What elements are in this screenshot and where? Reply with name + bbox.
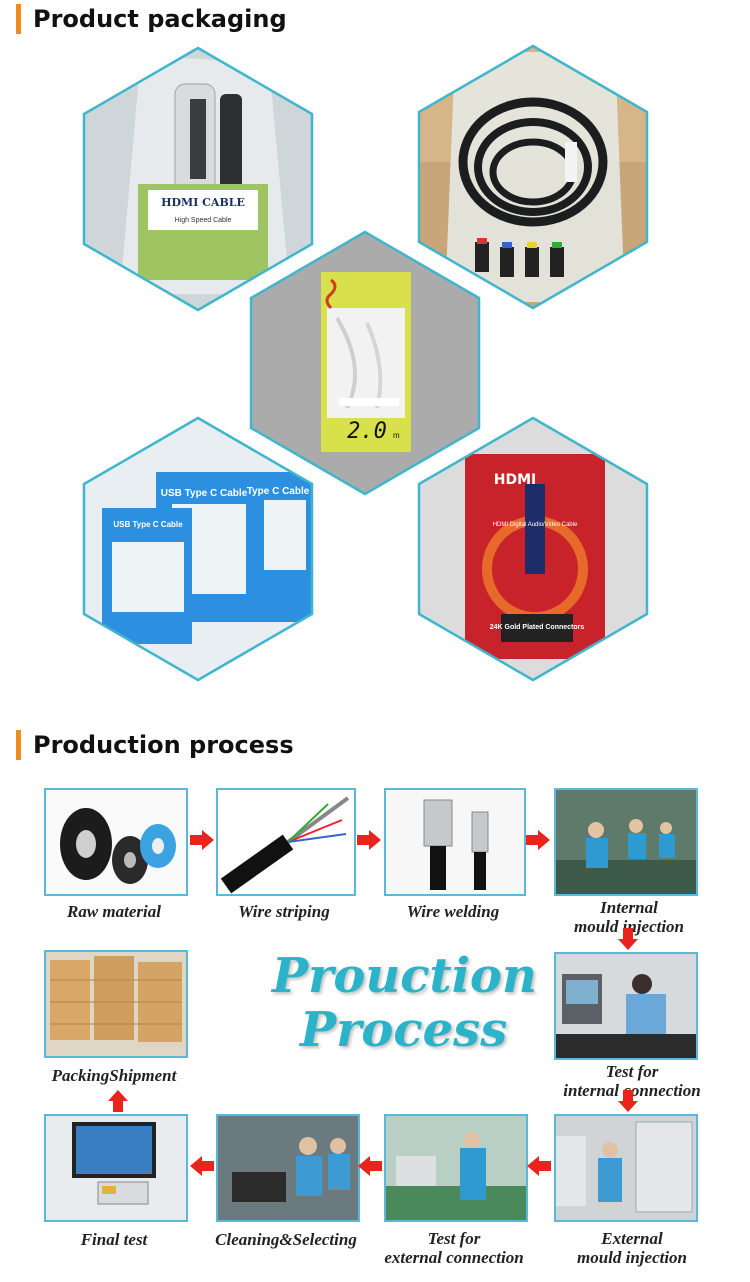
arrow-right-icon xyxy=(190,830,214,850)
section-title-process: Production process xyxy=(33,731,294,759)
polybag-length-text: 2.0 xyxy=(347,419,387,444)
step-image-cleaning xyxy=(216,1114,360,1222)
step-image-wire-striping xyxy=(216,788,356,896)
step-image-test-external xyxy=(384,1114,528,1222)
packaging-image-hdmi-blister: HDMI CABLE High Speed Cable xyxy=(80,44,316,314)
arrow-right-icon xyxy=(357,830,381,850)
packaging-image-hdmi-retail: HDMI HDMI Digital Audio/Video Cable 24K … xyxy=(415,414,651,684)
arrow-right-icon xyxy=(526,830,550,850)
step-image-packing xyxy=(44,950,188,1058)
usb-box-title-right: Type C Cable xyxy=(247,486,310,497)
step-image-internal-mould xyxy=(554,788,698,896)
process-big-title-line1: Prouction xyxy=(272,948,537,1004)
retail-brand-text: HDMI xyxy=(494,472,536,488)
step-label-test-external: Test for external connection xyxy=(374,1229,534,1267)
process-big-title-line2: Process xyxy=(300,1002,508,1058)
step-label-raw-material: Raw material xyxy=(67,902,161,921)
usb-box-title-front: USB Type C Cable xyxy=(113,520,183,529)
process-header: Production process xyxy=(16,730,294,760)
external-mould-line2: mould injection xyxy=(576,1248,688,1267)
step-label-cleaning: Cleaning&Selecting xyxy=(215,1230,357,1249)
accent-bar xyxy=(16,730,21,760)
external-mould-line1: External xyxy=(601,1229,663,1248)
hdmi-cable-text: HDMI CABLE xyxy=(161,196,245,209)
arrow-left-icon xyxy=(190,1156,214,1176)
step-image-final-test xyxy=(44,1114,188,1222)
arrow-down-icon xyxy=(618,1090,638,1112)
packaging-image-braided-cable xyxy=(415,42,651,312)
step-image-test-internal xyxy=(554,952,698,1060)
step-label-internal-mould: Internal mould injection xyxy=(554,898,704,936)
accent-bar xyxy=(16,4,21,34)
polybag-unit-text: m xyxy=(393,431,400,440)
internal-mould-line1: Internal xyxy=(600,898,658,917)
arrow-up-icon xyxy=(108,1090,128,1112)
step-label-external-mould: External mould injection xyxy=(554,1229,710,1267)
test-external-line1: Test for xyxy=(427,1229,481,1248)
section-title-packaging: Product packaging xyxy=(33,5,287,33)
step-label-wire-welding: Wire welding xyxy=(406,902,500,921)
step-image-raw-material xyxy=(44,788,188,896)
packaging-image-polybag: 2.0 m xyxy=(247,228,483,498)
step-image-wire-welding xyxy=(384,788,526,896)
usb-box-title-back: USB Type C Cable xyxy=(161,488,248,499)
retail-arc-text: HDMI Digital Audio/Video Cable xyxy=(493,522,578,528)
step-label-packing: PackingShipment xyxy=(51,1066,177,1085)
arrow-left-icon xyxy=(527,1156,551,1176)
internal-mould-line2: mould injection xyxy=(573,917,685,936)
test-internal-line1: Test for xyxy=(605,1062,659,1081)
hdmi-subtitle-text: High Speed Cable xyxy=(175,217,232,224)
arrow-left-icon xyxy=(358,1156,382,1176)
packaging-header: Product packaging xyxy=(16,4,287,34)
step-label-final-test: Final test xyxy=(80,1230,148,1249)
test-external-line2: external connection xyxy=(384,1248,524,1267)
retail-badge-text: 24K Gold Plated Connectors xyxy=(490,624,585,631)
arrow-down-icon xyxy=(618,928,638,950)
packaging-image-usb-boxes: USB Type C Cable Type C Cable USB Type C… xyxy=(80,414,316,684)
step-label-wire-striping: Wire striping xyxy=(238,902,330,921)
step-image-external-mould xyxy=(554,1114,698,1222)
